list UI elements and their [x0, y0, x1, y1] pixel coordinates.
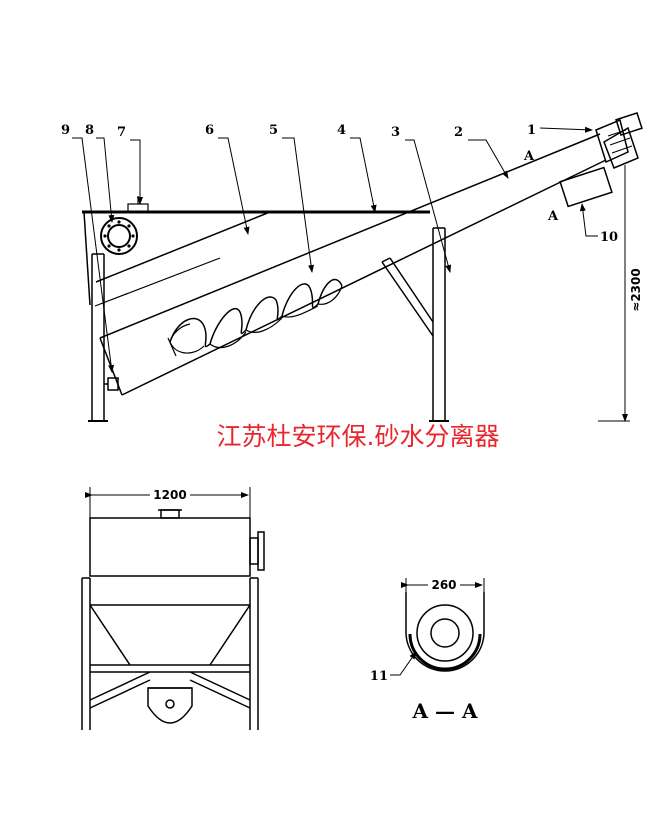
drawing-caption: 江苏杜安环保.砂水分离器 — [217, 422, 500, 451]
left-leg — [88, 253, 108, 422]
part-label-5: 5 — [269, 123, 278, 138]
tube-top — [99, 133, 601, 339]
part-label-7: 7 — [117, 125, 126, 140]
end-view-tank — [89, 517, 251, 577]
height-dimension — [598, 165, 630, 422]
drive-unit — [595, 112, 643, 169]
height-dimension-label: ≈2300 — [629, 268, 643, 311]
leader-lines — [72, 126, 598, 373]
section-mark-upper: A — [523, 149, 535, 164]
section-view: 260 11 A — A — [370, 578, 485, 723]
section-mark-lower: A — [547, 209, 559, 224]
part-label-2: 2 — [454, 125, 463, 140]
part-label-11: 11 — [370, 669, 388, 684]
part-label-9: 9 — [61, 123, 70, 138]
liner-plate — [408, 633, 482, 671]
tank-left-wall — [83, 211, 91, 306]
inlet-flange — [100, 217, 138, 255]
screw-section-outer — [416, 604, 474, 662]
hopper-slope-inner — [94, 257, 221, 307]
part-label-4: 4 — [337, 123, 346, 138]
screw-spiral — [169, 278, 343, 348]
section-title: A — A — [412, 699, 478, 723]
side-view: ≈2300 1 2 3 4 5 6 7 8 9 10 A A — [61, 112, 643, 422]
end-view: 1200 — [81, 487, 265, 730]
hopper-slope-upper — [95, 211, 271, 283]
part-label-6: 6 — [205, 123, 214, 138]
part-label-10: 10 — [600, 230, 618, 245]
part-label-8: 8 — [85, 123, 94, 138]
right-leg — [381, 227, 449, 422]
tube-bottom — [121, 159, 607, 396]
discharge-chute — [559, 166, 613, 208]
width-dimension-label: 1200 — [153, 488, 186, 502]
part-label-3: 3 — [391, 125, 400, 140]
trough-section — [405, 592, 485, 672]
part-label-1: 1 — [527, 123, 536, 138]
section-width-label: 260 — [431, 578, 456, 592]
screw-section-shaft — [430, 618, 460, 648]
